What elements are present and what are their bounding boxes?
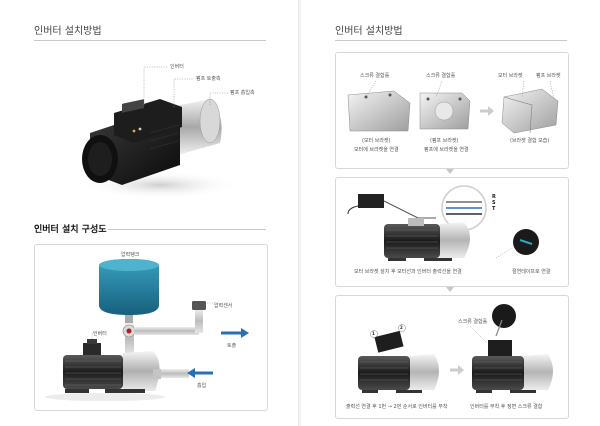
step2-caption: 모터 브라켓 설치 후 모터선과 인버터 출력선을 연결	[354, 269, 462, 275]
book-spine	[298, 0, 302, 426]
label-suction: 흡입	[197, 383, 207, 389]
title-divider	[34, 40, 266, 41]
section-title: 인버터 설치 구성도	[34, 225, 107, 235]
label-inverter: 인버터	[170, 64, 184, 70]
step2-wiring	[347, 185, 539, 261]
step1-bracket-box: 스크류 결합홀 스크류 결합홀 모터 브라켓 펌프 브라켓 (모터 브라켓) (…	[335, 52, 569, 169]
step3-mount-box: 1 2 스크류 결합홀 출력선 연결 후 1번 → 2번 순서로 인버터를 부착…	[335, 295, 569, 419]
step3-mounting	[358, 304, 553, 393]
label-inverter-diagram: 인버터	[93, 331, 107, 337]
step3-number-2: 2	[400, 325, 403, 330]
label-pressure-tank: 압력탱크	[121, 252, 140, 258]
label-pressure-sensor: 압력센서	[214, 303, 233, 309]
chevron-down-icon	[446, 287, 454, 292]
step2-wiring-box: R S T 절연테이프로 연결 모터 브라켓 설치 후 모터선과 인버터 출력선…	[335, 177, 569, 287]
label-discharge: 토출	[227, 343, 237, 349]
step1-sub-pump: 펌프에 브라켓을 연결	[424, 147, 469, 153]
step1-caption-combined: (브라켓 결합 모습)	[510, 138, 550, 144]
installation-diagram-box: 압력탱크 압력센서 인버터 토출 흡입	[34, 244, 268, 411]
right-page: 인버터 설치방법 스	[301, 0, 600, 426]
label-pump-inlet: 펌프 토출측	[196, 76, 221, 82]
chevron-down-icon	[446, 169, 454, 174]
step1-label-pump-bracket: 펌프 브라켓	[536, 73, 561, 79]
wire-label-t: T	[492, 206, 496, 212]
page-title: 인버터 설치방법	[335, 26, 403, 37]
title-divider	[335, 40, 567, 41]
label-pump-outlet: 펌프 흡입측	[230, 90, 255, 96]
step1-caption-motor: (모터 브라켓)	[362, 138, 391, 144]
step3-caption-left: 출력선 연결 후 1번 → 2번 순서로 인버터를 부착	[346, 404, 448, 410]
step3-number-1: 1	[372, 331, 375, 336]
section-divider	[108, 229, 266, 230]
installation-diagram	[45, 259, 249, 401]
step1-caption-pump: (펌프 브라켓)	[430, 138, 459, 144]
left-page: 인버터 설치방법	[0, 0, 299, 426]
step1-label-motor-bracket: 모터 브라켓	[498, 73, 523, 79]
inverter-product-image	[80, 66, 240, 199]
step1-label-screw-2: 스크류 결합홀	[426, 73, 456, 79]
step1-sub-motor: 모터에 브라켓을 연결	[354, 147, 399, 153]
wire-label-r: R	[492, 194, 496, 200]
wire-label-s: S	[492, 200, 496, 206]
step1-brackets	[347, 80, 559, 134]
page-title: 인버터 설치방법	[34, 26, 102, 37]
step3-screw-label: 스크류 결합홀	[458, 319, 488, 325]
step1-label-screw-1: 스크류 결합홀	[360, 73, 390, 79]
step3-caption-right: 인버터를 부착 후 정면 스크류 결합	[470, 404, 543, 410]
step2-tape-label: 절연테이프로 연결	[512, 269, 551, 275]
